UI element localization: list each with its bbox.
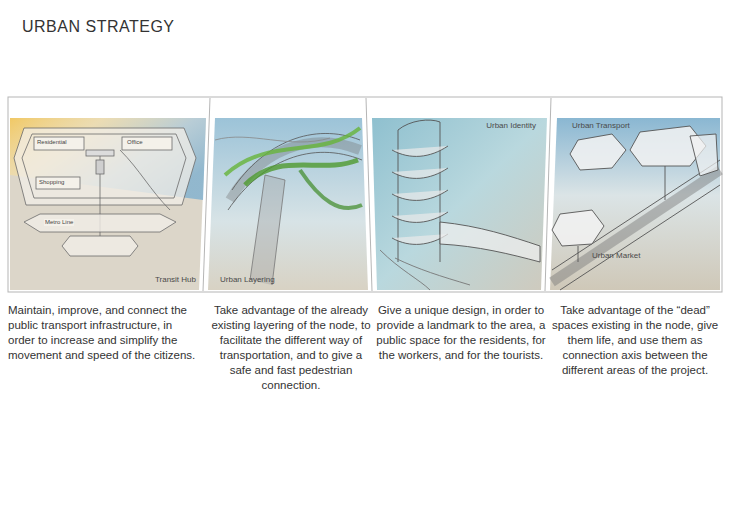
- panel: Urban Layering: [208, 118, 368, 290]
- section-label: Office: [126, 139, 144, 146]
- caption-text: Take advantage of the “dead” spaces exis…: [548, 303, 722, 378]
- panel-label: Urban Transport: [570, 121, 632, 130]
- section-label: Residential: [36, 139, 68, 146]
- panel-label: Urban Market: [590, 251, 642, 260]
- section-label: Shopping: [38, 179, 65, 186]
- panel-label: Transit Hub: [153, 275, 198, 284]
- board-title: URBAN STRATEGY: [22, 18, 175, 36]
- panel-label: Urban Layering: [218, 275, 277, 284]
- caption-text: Take advantage of the already existing l…: [210, 303, 372, 393]
- section-label: Metro Line: [44, 219, 74, 226]
- panel-label: Urban Identity: [484, 121, 538, 130]
- panel: Urban TransportUrban Market: [550, 118, 720, 290]
- panel: Urban Identity: [374, 118, 544, 290]
- caption-text: Maintain, improve, and connect the publi…: [8, 303, 202, 363]
- caption-text: Give a unique design, in order to provid…: [374, 303, 548, 363]
